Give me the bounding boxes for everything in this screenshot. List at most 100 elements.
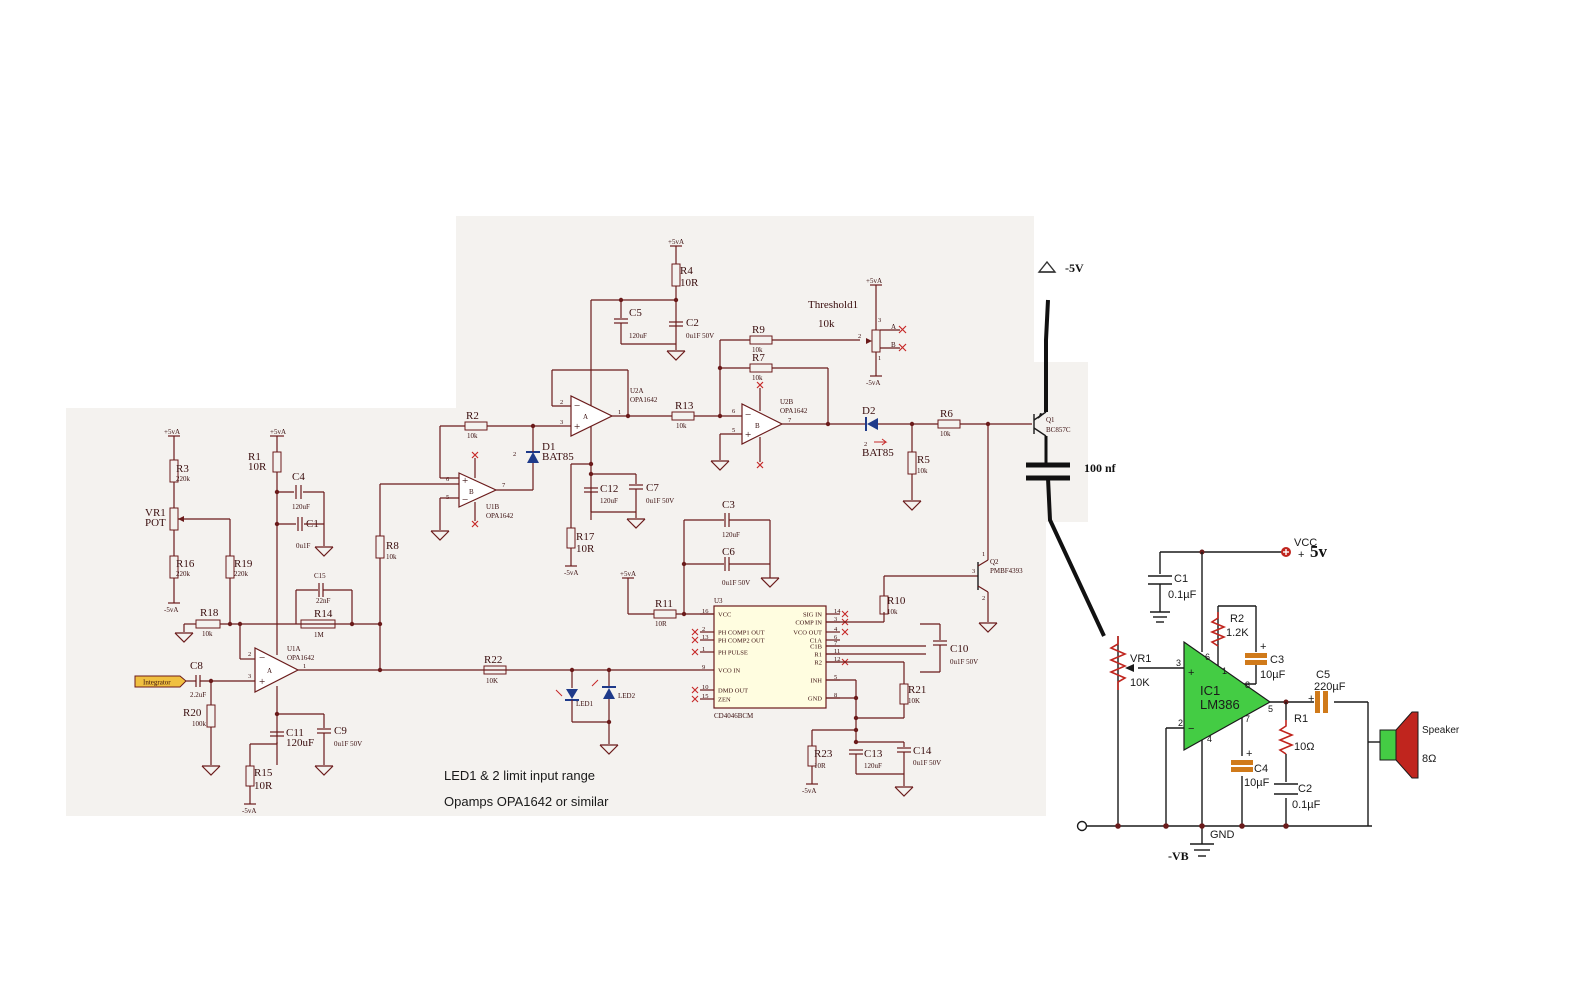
c9-val: 0u1F 50V [334,740,362,748]
c2-ref: C2 [686,317,699,329]
led1-ref: LED1 [576,700,594,708]
r14-val: 1M [314,631,325,639]
svg-text:2: 2 [982,595,985,602]
r20-ref: R20 [183,707,202,719]
amp-c2-val: 0.1µF [1292,799,1321,811]
svg-text:+: + [745,429,751,441]
u1b-opamp [458,472,498,508]
r3-ref: R3 [176,463,189,475]
svg-text:+: + [462,475,468,487]
cap-100nf-label: 100 nf [1084,461,1117,475]
u3-pin-num: 6 [834,634,838,641]
integrator-input-tag[interactable]: Integrator [134,675,187,688]
led2-ref: LED2 [618,692,636,700]
r3-val: 220k [176,475,191,483]
r2-ref: R2 [466,410,479,422]
svg-text:1: 1 [618,409,621,416]
u1b-ref: U1B [486,503,500,511]
schematic-panel-top [456,216,1034,416]
u3-pin-num: 16 [702,608,709,615]
ic1-ref: IC1 [1200,683,1220,698]
r9-ref: R9 [752,324,765,336]
u1a-unit: A [267,667,272,675]
u3-pin-num: 13 [702,634,709,641]
u2a-part: OPA1642 [630,396,658,404]
c3-ref: C3 [722,499,735,511]
u3-pin-num: 3 [834,616,837,623]
c10-val: 0u1F 50V [950,658,978,666]
c11-ref: C11 [286,727,304,739]
u3-pin-name: COMP IN [795,620,822,627]
amp-c4-ref: C4 [1254,763,1268,775]
pin-7: 7 [1245,714,1250,724]
c14-ref: C14 [913,745,932,757]
u3-pin-num: 7 [834,640,838,647]
c6-val: 0u1F 50V [722,579,750,587]
speaker-label: Speaker [1422,725,1460,736]
c11-val: 120uF [286,737,314,749]
u3-pin-name: C1A [810,638,823,645]
u2b-ref: U2B [780,398,794,406]
r14-ref: R14 [314,608,333,620]
amp-c5-ref: C5 [1316,669,1330,681]
c10-ref: C10 [950,643,969,655]
amp-c1-ref: C1 [1174,573,1188,585]
handdrawn-link: -5V 100 nf [1026,260,1117,637]
r13-ref: R13 [675,400,694,412]
c4-val: 120uF [292,503,310,511]
svg-text:3: 3 [248,673,251,680]
pin-4: 4 [1207,734,1212,744]
pin-2: 2 [1178,718,1183,728]
u3-pin-num: 9 [702,664,705,671]
r23-ref: R23 [814,748,833,760]
u1a-opamp [254,647,300,693]
amp-r1-ref: R1 [1294,713,1308,725]
d2-ref: D2 [862,405,875,417]
schematic-panel-left [66,408,1046,816]
supply-pos-2: +5vA [270,428,286,436]
svg-text:5: 5 [732,427,735,434]
comparator-stage: + − B U1B OPA1642 657 R2 10k D1 BAT85 2 [430,410,574,541]
c6-ref: C6 [722,546,735,558]
r17-val: 10R [576,543,595,555]
supply-neg-1: -5vA [164,606,178,614]
q2-ref: Q2 [990,558,999,566]
svg-text:−: − [1188,723,1194,735]
c4-ref: C4 [292,471,305,483]
d1-part: BAT85 [542,451,574,463]
note-opamps: Opamps OPA1642 or similar [444,794,609,809]
svg-text:1: 1 [878,355,881,362]
u2b-stage: − + B U2B OPA1642 657 R9 10k R7 10k Thre… [710,277,1071,560]
u3-pin-num: 14 [834,608,841,615]
svg-text:2: 2 [858,333,861,340]
r18-ref: R18 [200,607,219,619]
svg-text:6: 6 [446,476,450,483]
d1-ref: D1 [542,441,555,453]
r21-val: 10K [908,697,920,705]
u3-pin-num: 5 [834,674,837,681]
supply-neg-3: -5vA [564,569,578,577]
u3-pin-num: 11 [834,648,840,655]
u3-pin-name: PH COMP2 OUT [718,638,765,645]
r2-val: 10k [467,432,478,440]
vr1-ref: VR1 [145,507,166,519]
svg-text:+: + [574,421,580,433]
r1-val: 10R [248,461,267,473]
c14-val: 0u1F 50V [913,759,941,767]
c13-val: 120uF [864,762,882,770]
u3-chip [713,605,827,709]
r13-val: 10k [676,422,687,430]
svg-text:3: 3 [972,568,975,575]
r22-val: 10K [486,677,498,685]
d2-part: BAT85 [862,447,894,459]
lm386-ic [1183,640,1272,752]
svg-text:+: + [259,676,265,688]
svg-text:2: 2 [248,651,251,658]
svg-text:−: − [259,652,265,664]
pin-8: 8 [1245,680,1250,690]
svg-text:+: + [1298,549,1304,561]
threshold-name: Threshold1 [808,299,858,311]
amplifier-stage: VCC + 5v C1 0.1µF VR1 10K R2 1.2K + C3 1… [1076,537,1460,863]
